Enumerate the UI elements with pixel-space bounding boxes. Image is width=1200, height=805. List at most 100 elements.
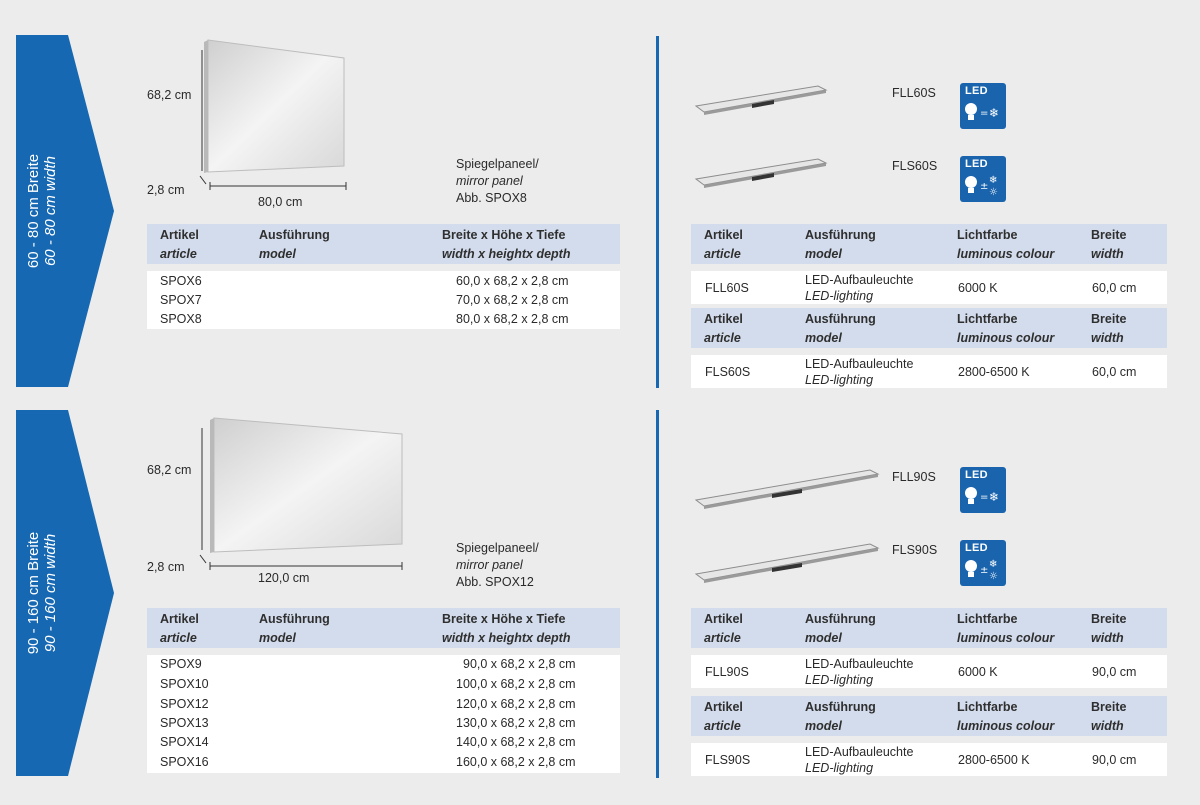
- header-article: Artikel: [704, 228, 743, 242]
- header-article-en: article: [160, 247, 197, 261]
- row-colour: 2800-6500 K: [958, 753, 1030, 767]
- header-colour-en: luminous colour: [957, 247, 1055, 261]
- led-badge-label: LED: [965, 85, 988, 97]
- header-model-en: model: [805, 719, 842, 733]
- header-model: Ausführung: [805, 612, 876, 626]
- bulb-snowflake-icon: = ❄: [965, 487, 999, 504]
- caption-figure: Abb. SPOX8: [456, 191, 527, 205]
- bulb-snowflake-icon: ± ❄ ☼: [965, 559, 998, 582]
- table-row-article: SPOX13: [160, 716, 209, 730]
- svg-text:❄: ❄: [989, 559, 997, 570]
- header-article: Artikel: [160, 228, 199, 242]
- header-colour: Lichtfarbe: [957, 228, 1018, 242]
- mirror-panel-illustration: [199, 39, 347, 190]
- header-model: Ausführung: [805, 312, 876, 326]
- table-row-article: SPOX12: [160, 697, 209, 711]
- mirror-width-label: 80,0 cm: [258, 195, 303, 209]
- header-width-en: width: [1091, 631, 1124, 645]
- table-row: [691, 655, 1167, 688]
- width-range-tab: 90 - 160 cm Breite 90 - 160 cm width: [16, 410, 68, 776]
- mirror-depth-label: 2,8 cm: [147, 560, 185, 574]
- header-width-en: width: [1091, 719, 1124, 733]
- table-row: [691, 743, 1167, 776]
- header-article-en: article: [704, 719, 741, 733]
- mirror-width-label: 120,0 cm: [258, 571, 310, 585]
- table-row-article: SPOX9: [160, 657, 202, 671]
- table-row-dims: 130,0 x 68,2 x 2,8 cm: [456, 716, 576, 730]
- svg-text:=: =: [980, 108, 988, 119]
- tab-label-en: 90 - 160 cm width: [42, 533, 59, 653]
- header-model-en: model: [805, 631, 842, 645]
- mirror-panel-illustration: [199, 417, 403, 570]
- header-model-en: model: [259, 631, 296, 645]
- svg-text:❄: ❄: [989, 106, 999, 120]
- row-colour: 2800-6500 K: [958, 365, 1030, 379]
- led-badge: LED = ❄: [960, 83, 1006, 129]
- row-article: FLS90S: [705, 753, 751, 767]
- header-article-en: article: [704, 331, 741, 345]
- lamp-fll60s-illustration: [694, 85, 828, 115]
- row-width: 90,0 cm: [1092, 753, 1137, 767]
- header-width: Breite: [1091, 312, 1127, 326]
- caption-en: mirror panel: [456, 174, 523, 188]
- header-width-en: width: [1091, 247, 1124, 261]
- row-model-en: LED-lighting: [805, 373, 874, 387]
- header-model-en: model: [805, 331, 842, 345]
- header-model: Ausführung: [805, 228, 876, 242]
- lamp-code: FLS60S: [892, 159, 938, 173]
- row-width: 90,0 cm: [1092, 665, 1137, 679]
- header-article-en: article: [704, 247, 741, 261]
- caption-de: Spiegelpaneel/: [456, 157, 539, 171]
- svg-text:±: ±: [980, 181, 988, 192]
- svg-text:❄: ❄: [989, 490, 999, 504]
- svg-text:❄: ❄: [989, 175, 997, 186]
- header-colour: Lichtfarbe: [957, 700, 1018, 714]
- table-row-dims: 120,0 x 68,2 x 2,8 cm: [456, 697, 576, 711]
- header-colour-en: luminous colour: [957, 719, 1055, 733]
- lamp-fls60s-illustration: [694, 158, 828, 188]
- header-dimensions: Breite x Höhe x Tiefe: [442, 612, 566, 626]
- row-model-de: LED-Aufbauleuchte: [805, 745, 914, 759]
- header-width: Breite: [1091, 228, 1127, 242]
- svg-text:☼: ☼: [989, 187, 998, 198]
- row-model-de: LED-Aufbauleuchte: [805, 657, 914, 671]
- row-model-de: LED-Aufbauleuchte: [805, 357, 914, 371]
- row-model-en: LED-lighting: [805, 673, 874, 687]
- header-model: Ausführung: [259, 228, 330, 242]
- row-model-en: LED-lighting: [805, 289, 874, 303]
- row-width: 60,0 cm: [1092, 281, 1137, 295]
- mirror-caption: Spiegelpaneel/ mirror panel Abb. SPOX8: [456, 156, 539, 207]
- svg-text:☼: ☼: [989, 571, 998, 582]
- table-row-dims: 100,0 x 68,2 x 2,8 cm: [456, 677, 576, 691]
- led-badge-label: LED: [965, 469, 988, 481]
- row-colour: 6000 K: [958, 665, 998, 679]
- svg-text:=: =: [980, 492, 988, 503]
- header-model-en: model: [259, 247, 296, 261]
- table-row-dims: 140,0 x 68,2 x 2,8 cm: [456, 735, 576, 749]
- tab-arrow-icon: [68, 35, 114, 387]
- table-row-dims: 90,0 x 68,2 x 2,8 cm: [463, 657, 576, 671]
- row-colour: 6000 K: [958, 281, 998, 295]
- led-badge-label: LED: [965, 542, 988, 554]
- caption-de: Spiegelpaneel/: [456, 541, 539, 555]
- table-row: [691, 271, 1167, 304]
- tab-label-de: 90 - 160 cm Breite: [25, 531, 42, 655]
- lamp-code: FLL90S: [892, 470, 936, 484]
- tab-arrow-icon: [68, 410, 114, 776]
- section-divider: [656, 410, 659, 778]
- header-article: Artikel: [704, 312, 743, 326]
- header-width: Breite: [1091, 612, 1127, 626]
- header-article: Artikel: [160, 612, 199, 626]
- table-row-article: SPOX14: [160, 735, 209, 749]
- lamp-fll90s-illustration: [694, 469, 880, 509]
- led-badge-label: LED: [965, 158, 988, 170]
- table-row-dims: 160,0 x 68,2 x 2,8 cm: [456, 755, 576, 769]
- lamp-table-header: Artikel article Ausführung model Lichtfarb…: [691, 224, 1167, 264]
- lamp-code: FLL60S: [892, 86, 936, 100]
- header-model-en: model: [805, 247, 842, 261]
- table-row-article: SPOX10: [160, 677, 209, 691]
- mirror-height-label: 68,2 cm: [147, 463, 192, 477]
